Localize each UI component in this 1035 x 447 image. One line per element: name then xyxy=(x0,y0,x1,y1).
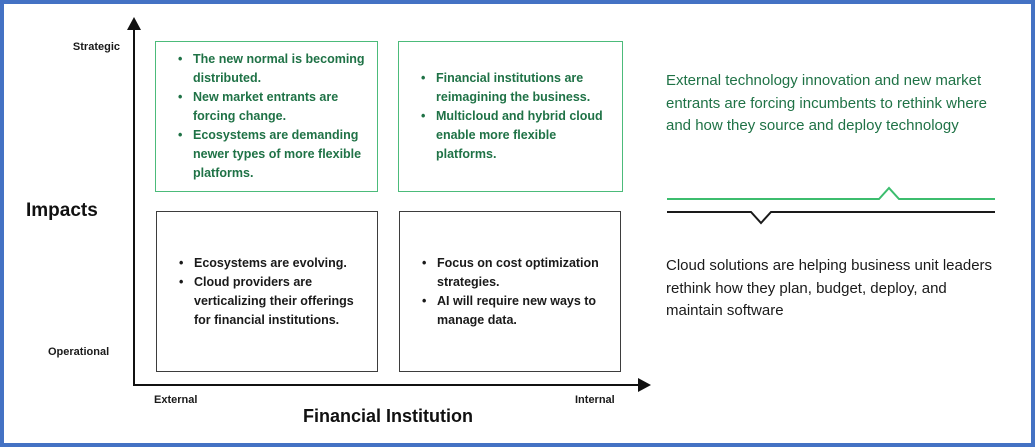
y-axis-bottom-label: Operational xyxy=(48,346,110,358)
quadrant-operational-external: Ecosystems are evolving. Cloud providers… xyxy=(156,211,378,372)
bullet-item: Cloud providers are verticalizing their … xyxy=(179,273,367,330)
x-axis-line xyxy=(133,384,640,386)
bullet-item: Multicloud and hybrid cloud enable more … xyxy=(421,107,612,164)
quadrant-strategic-external: The new normal is becoming distributed. … xyxy=(155,41,378,192)
bullet-item: Focus on cost optimization strategies. xyxy=(422,254,610,292)
bullet-item: Ecosystems are demanding newer types of … xyxy=(178,126,367,183)
bullet-list: Financial institutions are reimagining t… xyxy=(399,69,622,164)
x-axis-left-label: External xyxy=(154,394,198,406)
y-axis-arrow-icon xyxy=(127,17,141,30)
x-axis-arrow-icon xyxy=(638,378,651,392)
strategic-annotation: External technology innovation and new m… xyxy=(666,72,987,134)
x-axis-right-label: Internal xyxy=(575,394,615,406)
bullet-item: New market entrants are forcing change. xyxy=(178,88,367,126)
bullet-list: Focus on cost optimization strategies. A… xyxy=(400,254,620,330)
operational-brace-line xyxy=(667,211,995,225)
y-axis-top-label: Strategic xyxy=(72,41,120,53)
y-axis-line xyxy=(133,28,135,386)
bullet-list: Ecosystems are evolving. Cloud providers… xyxy=(157,254,377,330)
quadrant-operational-internal: Focus on cost optimization strategies. A… xyxy=(399,211,621,372)
bullet-item: Ecosystems are evolving. xyxy=(179,254,367,273)
bullet-item: The new normal is becoming distributed. xyxy=(178,50,367,88)
bullet-list: The new normal is becoming distributed. … xyxy=(156,50,377,183)
strategic-brace-line xyxy=(667,186,995,200)
bullet-item: Financial institutions are reimagining t… xyxy=(421,69,612,107)
operational-annotation: Cloud solutions are helping business uni… xyxy=(666,257,993,319)
bullet-item: AI will require new ways to manage data. xyxy=(422,292,610,330)
y-axis-title: Impacts xyxy=(26,200,98,221)
quadrant-strategic-internal: Financial institutions are reimagining t… xyxy=(398,41,623,192)
x-axis-title: Financial Institution xyxy=(303,406,473,426)
